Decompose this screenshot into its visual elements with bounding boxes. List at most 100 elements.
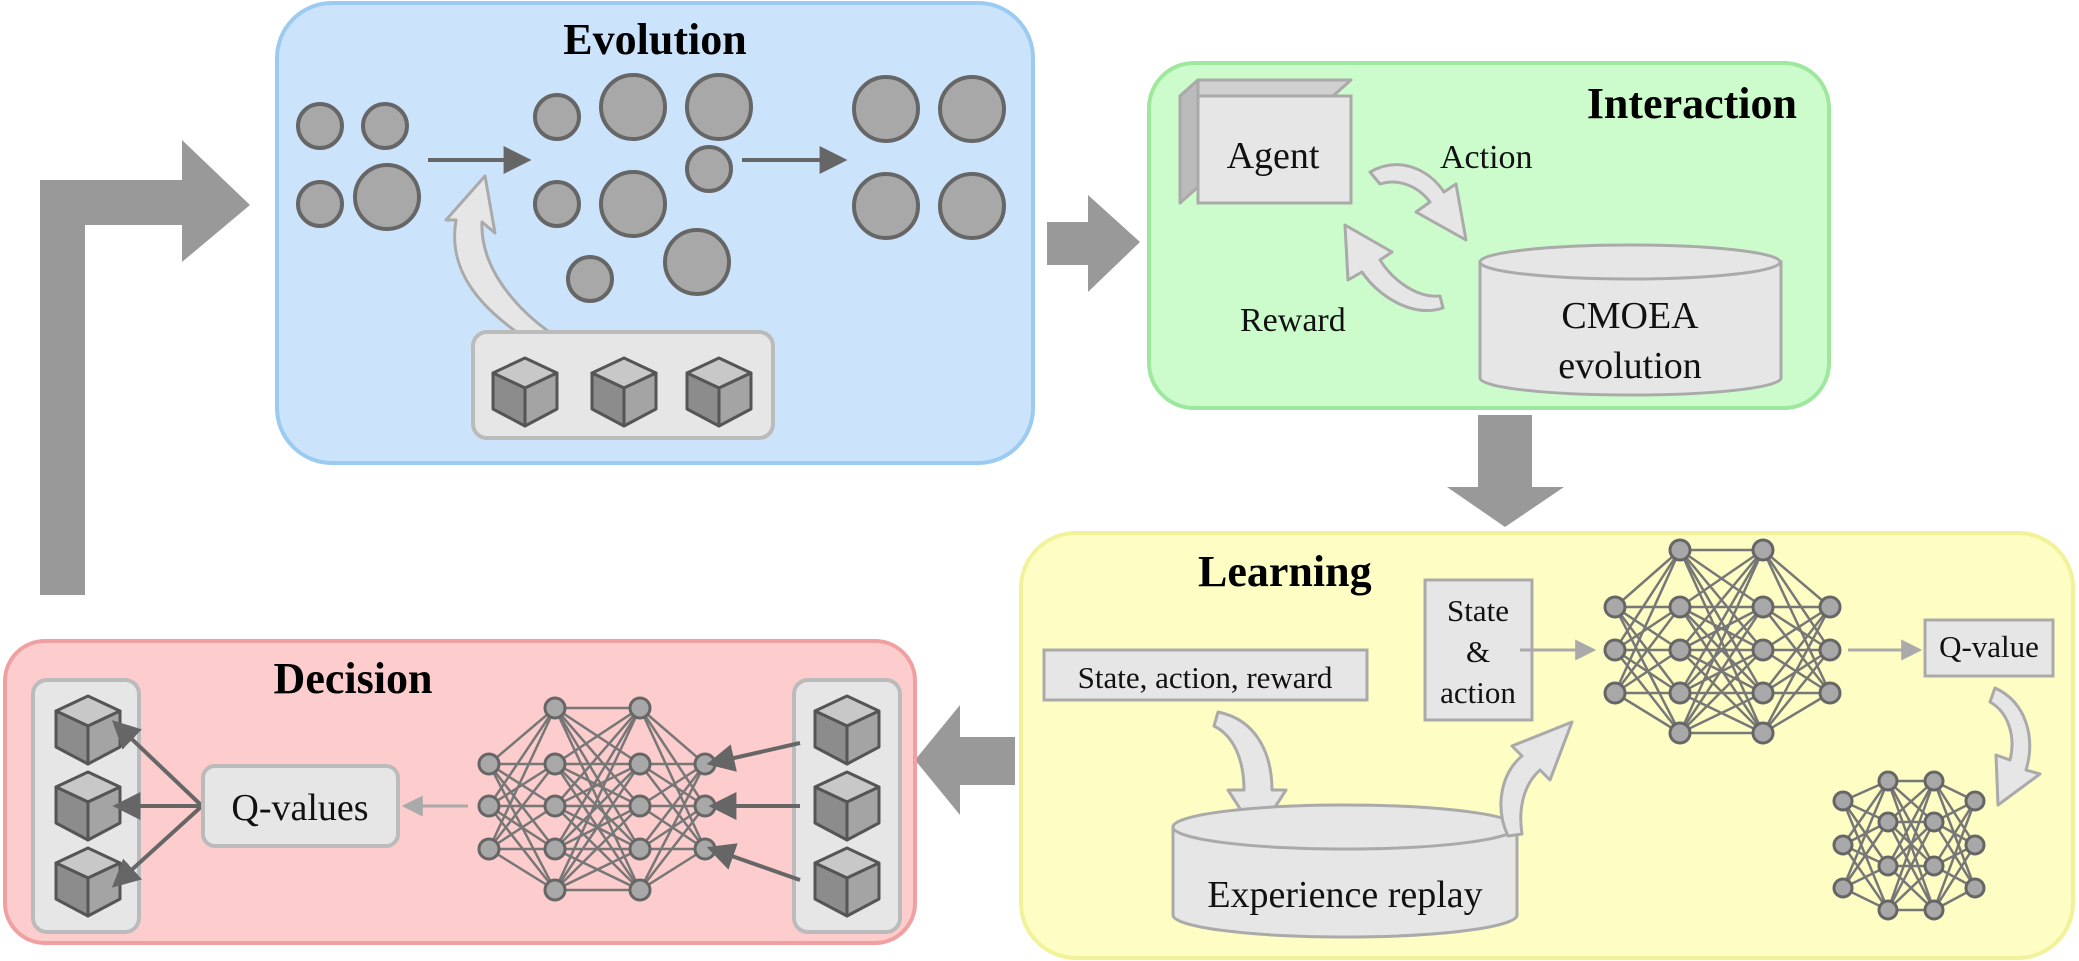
- state-line3: action: [1440, 675, 1516, 710]
- network-node: [477, 752, 501, 776]
- transition-label: State, action, reward: [1078, 660, 1333, 695]
- network-node: [1964, 834, 1986, 856]
- network-edge: [487, 707, 557, 807]
- network-edge: [1762, 649, 1831, 734]
- network-node: [477, 837, 501, 861]
- interaction-panel: Interaction Agent Action Reward CMOEA ev…: [1147, 61, 1831, 410]
- network-node: [1877, 855, 1899, 877]
- network-node: [1923, 770, 1945, 792]
- network-edge: [1614, 605, 1681, 652]
- individual-circle-icon: [533, 93, 581, 141]
- loop-back-arrow: [40, 140, 250, 595]
- individual-circle-icon: [685, 145, 733, 193]
- network-edge: [488, 763, 556, 850]
- network-node: [628, 696, 652, 720]
- network-edge: [638, 707, 707, 807]
- agent-label: Agent: [1227, 135, 1320, 177]
- network-edge: [1762, 606, 1831, 694]
- network-edge: [1678, 606, 1765, 734]
- update-arrow: [1988, 686, 2042, 807]
- sample-arrow: [1499, 720, 1574, 838]
- network-node: [543, 794, 567, 818]
- target-network-neural-network-icon: [1832, 770, 1986, 921]
- evolution-to-interaction-arrow: [1047, 195, 1140, 292]
- network-node: [477, 794, 501, 818]
- network-node: [1751, 721, 1775, 745]
- offspring-population: [533, 73, 753, 303]
- network-edge: [1614, 648, 1681, 695]
- network-edge: [1841, 780, 1890, 889]
- network-node: [1818, 638, 1842, 662]
- network-node: [628, 837, 652, 861]
- network-edge: [554, 706, 641, 766]
- network-edge: [488, 804, 556, 851]
- network-edge: [1679, 548, 1764, 609]
- learning-title: Learning: [1198, 547, 1372, 596]
- network-edge: [1678, 549, 1765, 694]
- evolution-title: Evolution: [563, 15, 746, 64]
- agent-box: Agent: [1178, 78, 1353, 205]
- network-node: [1751, 681, 1775, 705]
- network-edge: [1841, 780, 1890, 846]
- network-edge: [639, 762, 706, 808]
- interaction-title: Interaction: [1587, 79, 1797, 128]
- replay-label: Experience replay: [1207, 874, 1482, 916]
- network-node: [543, 696, 567, 720]
- qvalues-to-action-arrow: [111, 804, 204, 888]
- network-node: [543, 837, 567, 861]
- network-edge: [1932, 800, 1977, 867]
- network-node: [1877, 899, 1899, 921]
- individual-circle-icon: [566, 255, 614, 303]
- network-node: [628, 794, 652, 818]
- network-edge: [1886, 780, 1936, 867]
- network-node: [1603, 595, 1627, 619]
- network-edge: [1614, 606, 1681, 694]
- qvalues-box: [201, 764, 400, 848]
- network-node: [1832, 834, 1854, 856]
- network-node: [1668, 681, 1692, 705]
- network-edge: [488, 847, 556, 892]
- state-line1: State: [1447, 593, 1509, 628]
- individual-circle-icon: [852, 172, 920, 240]
- individual-circle-icon: [663, 228, 731, 296]
- network-edge: [554, 847, 641, 892]
- network-node: [1923, 855, 1945, 877]
- network-node: [1751, 595, 1775, 619]
- network-node: [1923, 811, 1945, 833]
- network-edge: [1679, 606, 1764, 694]
- network-edge: [1613, 549, 1682, 651]
- network-edge: [554, 762, 641, 808]
- network-edge: [1678, 549, 1765, 734]
- network-edge: [639, 805, 706, 891]
- network-node: [1923, 899, 1945, 921]
- learning-panel: Learning State, action, reward Experienc…: [1019, 531, 2075, 960]
- evolution-panel-box: [275, 1, 1035, 465]
- network-edge: [1614, 691, 1681, 735]
- network-node: [1964, 790, 1986, 812]
- individual-circle-icon: [533, 180, 581, 228]
- network-edge: [1932, 780, 1977, 846]
- decision-panel: Decision Q-values: [3, 639, 917, 945]
- interaction-to-learning-arrow: [1447, 415, 1564, 527]
- network-edge: [1886, 780, 1936, 911]
- network-node: [1668, 538, 1692, 562]
- network-edge: [1679, 549, 1764, 651]
- reward-label: Reward: [1240, 302, 1346, 339]
- state-action-box: [1423, 578, 1534, 722]
- network-node: [543, 878, 567, 902]
- individual-circle-icon: [599, 73, 667, 141]
- operator-curved-arrow: [444, 174, 577, 365]
- individual-circle-icon: [938, 172, 1006, 240]
- decision-network-neural-network-icon: [477, 696, 717, 902]
- qvalues-label: Q-values: [231, 787, 368, 829]
- network-edge: [1613, 549, 1682, 694]
- q-network-neural-network-icon: [1603, 538, 1842, 745]
- network-edge: [554, 763, 641, 850]
- replay-buffer-database: Experience replay: [1171, 803, 1519, 939]
- network-node: [1603, 681, 1627, 705]
- network-node: [628, 878, 652, 902]
- network-node: [1668, 595, 1692, 619]
- evolution-panel: Evolution: [275, 1, 1035, 465]
- network-edge: [1761, 606, 1832, 734]
- individual-circle-icon: [938, 75, 1006, 143]
